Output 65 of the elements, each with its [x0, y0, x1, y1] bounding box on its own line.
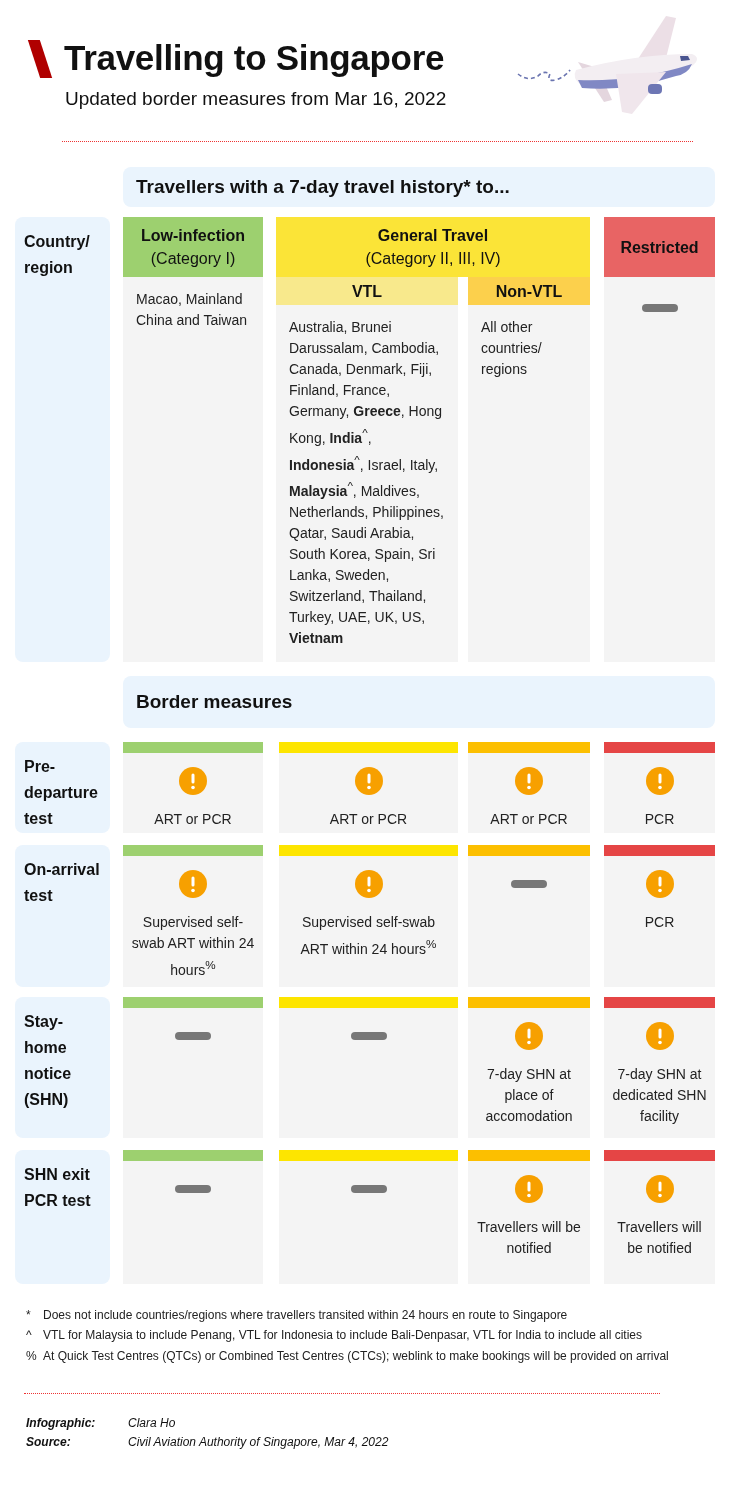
measure-text: 7-day SHN at place of accomodation — [484, 1065, 574, 1126]
country-list: Macao, Mainland China and Taiwan — [136, 289, 253, 331]
measure-text: Travellers will be notified — [476, 1218, 582, 1258]
measure-text: Travellers will be notified — [616, 1218, 703, 1258]
footnote-symbol: % — [26, 1349, 37, 1363]
column-subheading: (Category II, III, IV) — [365, 249, 501, 269]
column-header — [276, 217, 590, 277]
table-cell — [123, 742, 263, 833]
column-header — [123, 217, 263, 277]
country-list: Australia, Brunei Darussalam, Cambodia, Canada, Denmark, Fiji, Finland, France, Germany, Greece, Hong Kong, India$^{^}$, Indonesia$^{^}$, Israel, Italy, Malaysia$^{^}$, Maldives, Netherlands, Philippines, Qatar, Saudi Arabia, South Korea, Spain, Sri Lanka, Sweden, Switzerland, Thailand, Turkey, UAE, UK, US, Vietnam — [289, 317, 448, 649]
measure-text: PCR — [644, 810, 675, 829]
row-heading: Country/ region — [24, 232, 91, 278]
title: Travelling to Singapore — [64, 38, 445, 78]
table-cell — [468, 845, 590, 987]
table-cell — [279, 742, 458, 833]
subtitle: Updated border measures from Mar 16, 2022 — [65, 88, 447, 110]
column-heading: General Travel — [377, 226, 489, 246]
source-text: Civil Aviation Authority of Singapore, Mar 4, 2022 — [128, 1435, 389, 1449]
footnote: Does not include countries/regions where travellers transited within 24 hours en route to Singapore — [43, 1308, 568, 1322]
table-cell — [276, 305, 458, 662]
row-heading: On-arrival test — [24, 860, 101, 906]
table-cell — [468, 997, 590, 1138]
table-cell — [604, 845, 715, 987]
table-cell — [468, 742, 590, 833]
footnote: At Quick Test Centres (QTCs) or Combined Test Centres (CTCs); weblink to make bookings will be provided on arrival — [43, 1349, 669, 1363]
measure-text: ART or PCR — [329, 810, 408, 829]
source-label: Source: — [26, 1435, 71, 1449]
table-cell — [279, 845, 458, 987]
column-subheader — [468, 277, 590, 305]
table-cell — [604, 277, 715, 662]
column-heading: Restricted — [620, 237, 699, 258]
measure-text: PCR — [644, 913, 675, 932]
row-heading: SHN exit PCR test — [24, 1165, 92, 1211]
measure-text: Supervised self-swab ART within 24 hours$^{%}$ — [131, 913, 255, 980]
row-heading: Stay-home notice (SHN) — [24, 1012, 73, 1110]
measure-text: ART or PCR — [490, 810, 568, 829]
section-heading: Travellers with a 7-day travel history* to... — [136, 176, 510, 198]
table-cell — [279, 1150, 458, 1284]
footnote-symbol: * — [26, 1308, 31, 1322]
measure-text: Supervised self-swab ART within 24 hours$^{%}$ — [299, 913, 438, 959]
column-heading: Low-infection — [141, 226, 245, 246]
table-cell — [123, 997, 263, 1138]
column-heading: VTL — [351, 281, 383, 302]
credit-name: Clara Ho — [128, 1416, 176, 1430]
table-cell — [123, 1150, 263, 1284]
column-header — [604, 217, 715, 277]
credit-label: Infographic: — [26, 1416, 96, 1430]
table-cell — [123, 845, 263, 987]
column-heading: Non-VTL — [495, 281, 563, 302]
table-cell — [123, 277, 263, 662]
row-heading: Pre-departure test — [24, 757, 99, 829]
measure-text: 7-day SHN at dedicated SHN facility — [612, 1065, 707, 1126]
country-list: All other countries/ regions — [481, 317, 580, 380]
column-subheading: (Category I) — [150, 249, 236, 269]
section-heading: Border measures — [136, 691, 293, 713]
table-cell — [604, 742, 715, 833]
column-subheader — [276, 277, 458, 305]
table-cell — [604, 997, 715, 1138]
table-cell — [604, 1150, 715, 1284]
table-cell — [468, 305, 590, 662]
table-cell — [468, 1150, 590, 1284]
footnote-symbol: ^ — [26, 1328, 32, 1342]
table-cell — [279, 997, 458, 1138]
footnote: VTL for Malaysia to include Penang, VTL for Indonesia to include Bali-Denpasar, VTL for India to include all cities — [43, 1328, 642, 1342]
measure-text: ART or PCR — [154, 810, 232, 829]
